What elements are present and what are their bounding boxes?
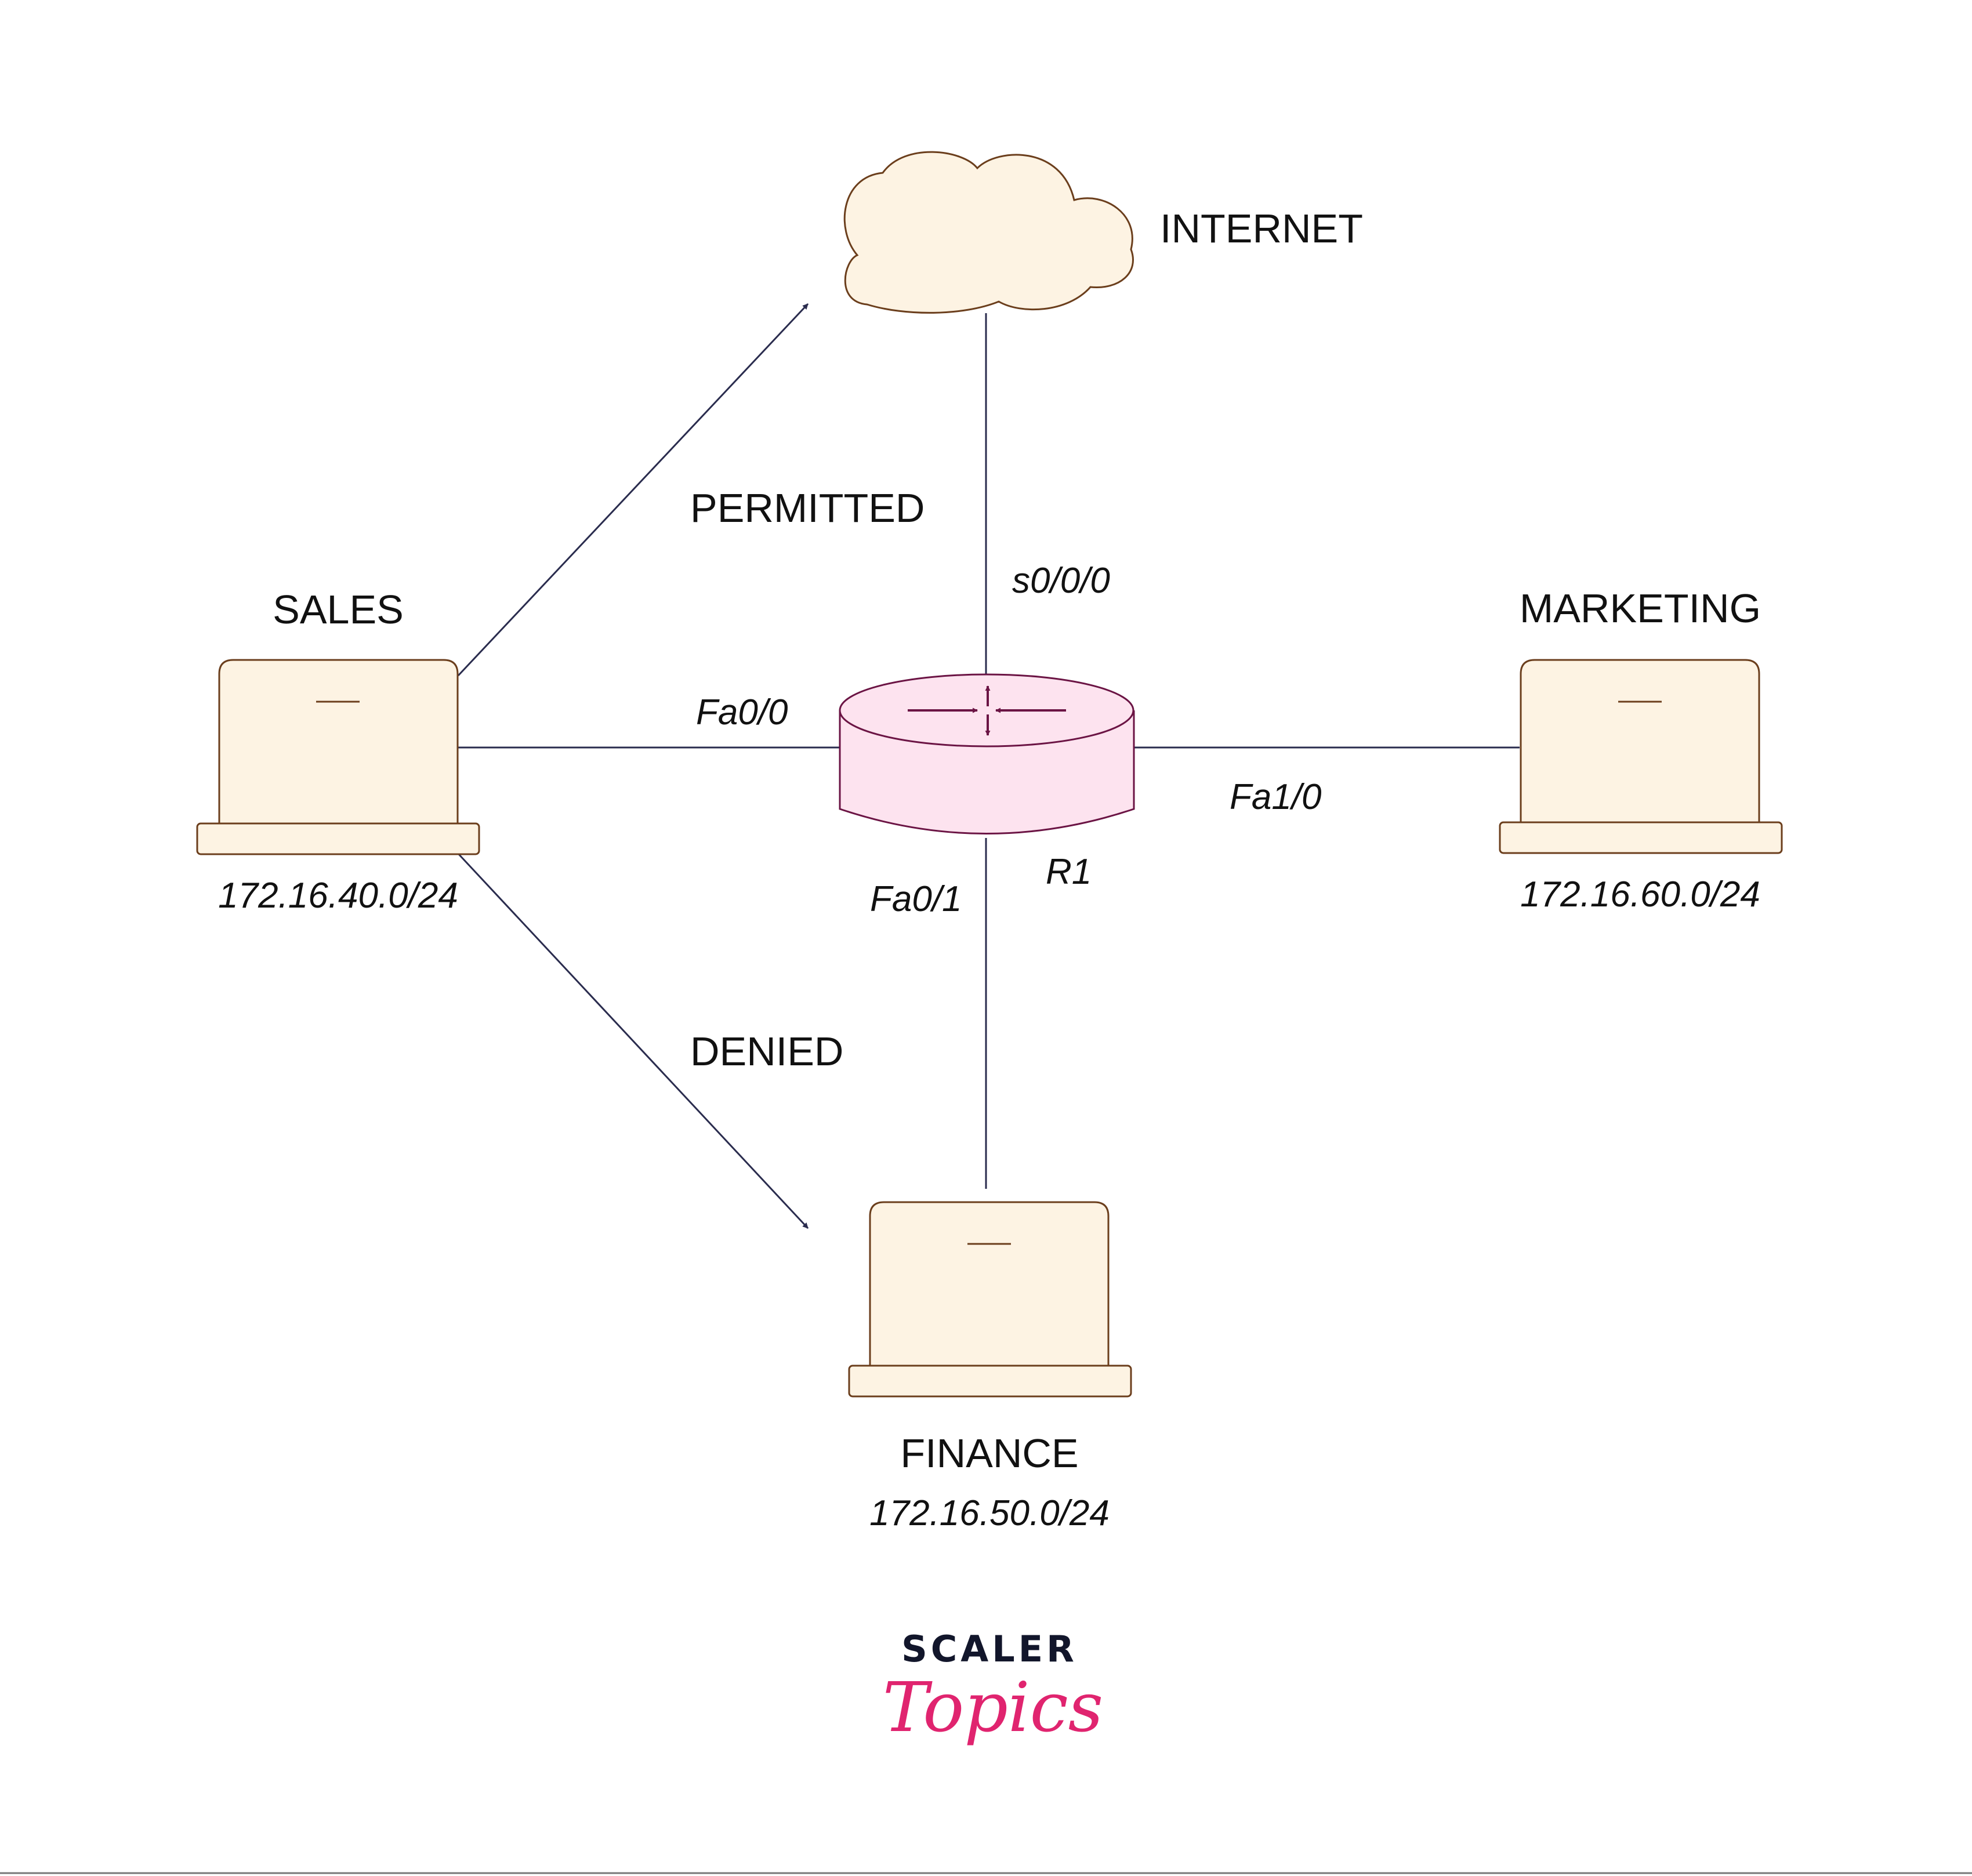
- denied-label: DENIED: [690, 1029, 843, 1074]
- brand-top-text: SCALER: [901, 1628, 1078, 1670]
- marketing-subnet: 172.16.60.0/24: [1520, 875, 1760, 915]
- internet-label: INTERNET: [1160, 206, 1363, 251]
- sales-laptop-icon[interactable]: [196, 659, 480, 855]
- finance-laptop-icon[interactable]: [848, 1201, 1132, 1398]
- interface-s0-0-0-label: s0/0/0: [1012, 561, 1110, 601]
- finance-label: FINANCE: [900, 1431, 1078, 1476]
- flow-arrows: [457, 303, 809, 1229]
- scaler-topics-logo: SCALER Topics: [883, 1628, 1104, 1747]
- interface-fa0-1-label: Fa0/1: [870, 879, 962, 919]
- finance-subnet: 172.16.50.0/24: [869, 1493, 1110, 1533]
- links: [458, 313, 1520, 1189]
- permitted-label: PERMITTED: [690, 485, 925, 531]
- sales-label: SALES: [273, 587, 404, 632]
- interface-fa0-0-label: Fa0/0: [696, 692, 788, 732]
- permitted-arrow: [457, 303, 809, 677]
- marketing-laptop-icon[interactable]: [1499, 659, 1783, 854]
- router-r1-icon[interactable]: [839, 673, 1135, 834]
- router-label: R1: [1046, 852, 1092, 892]
- brand-bottom-text: Topics: [883, 1667, 1104, 1747]
- interface-fa1-0-label: Fa1/0: [1230, 777, 1322, 817]
- denied-arrow: [457, 852, 809, 1229]
- sales-subnet: 172.16.40.0/24: [218, 876, 458, 916]
- internet-cloud-icon: [843, 151, 1134, 314]
- marketing-label: MARKETING: [1520, 586, 1761, 631]
